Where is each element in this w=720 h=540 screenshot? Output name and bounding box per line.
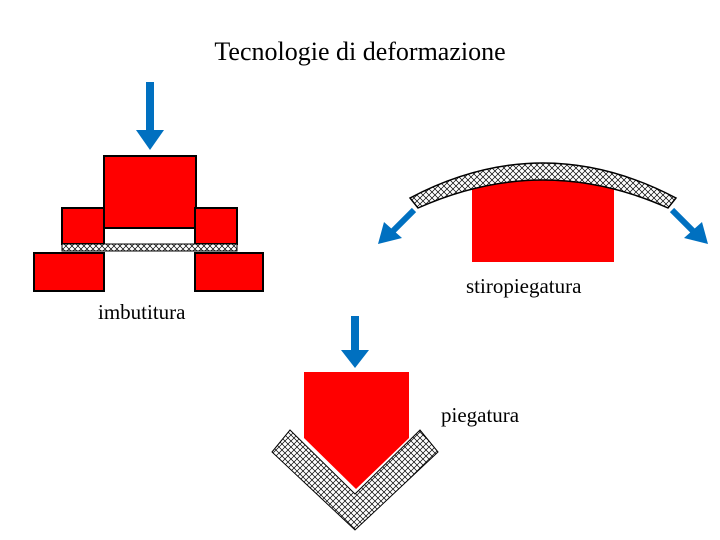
blank-holder-left (61, 207, 105, 245)
bending-punch (304, 372, 409, 489)
imbutitura-group: imbutitura (33, 82, 264, 324)
stiropiegatura-group: stiropiegatura (378, 162, 708, 298)
piegatura-label: piegatura (441, 403, 520, 427)
sheet-metal (61, 243, 238, 252)
die-right (194, 252, 264, 292)
arrow-down-icon (136, 82, 164, 150)
die-left (33, 252, 105, 292)
bent-sheet (271, 429, 439, 531)
arrow-diagonal-icon (669, 207, 708, 244)
piegatura-group: piegatura (271, 316, 520, 531)
stretched-sheet (408, 162, 678, 209)
arrow-diagonal-icon (378, 207, 417, 244)
punch-tool (103, 155, 197, 229)
form-block (472, 176, 614, 262)
blank-holder-right (194, 207, 238, 245)
stiropiegatura-label: stiropiegatura (466, 274, 582, 298)
imbutitura-label: imbutitura (98, 300, 186, 324)
page-title: Tecnologie di deformazione (214, 37, 505, 66)
arrow-down-icon (341, 316, 369, 368)
